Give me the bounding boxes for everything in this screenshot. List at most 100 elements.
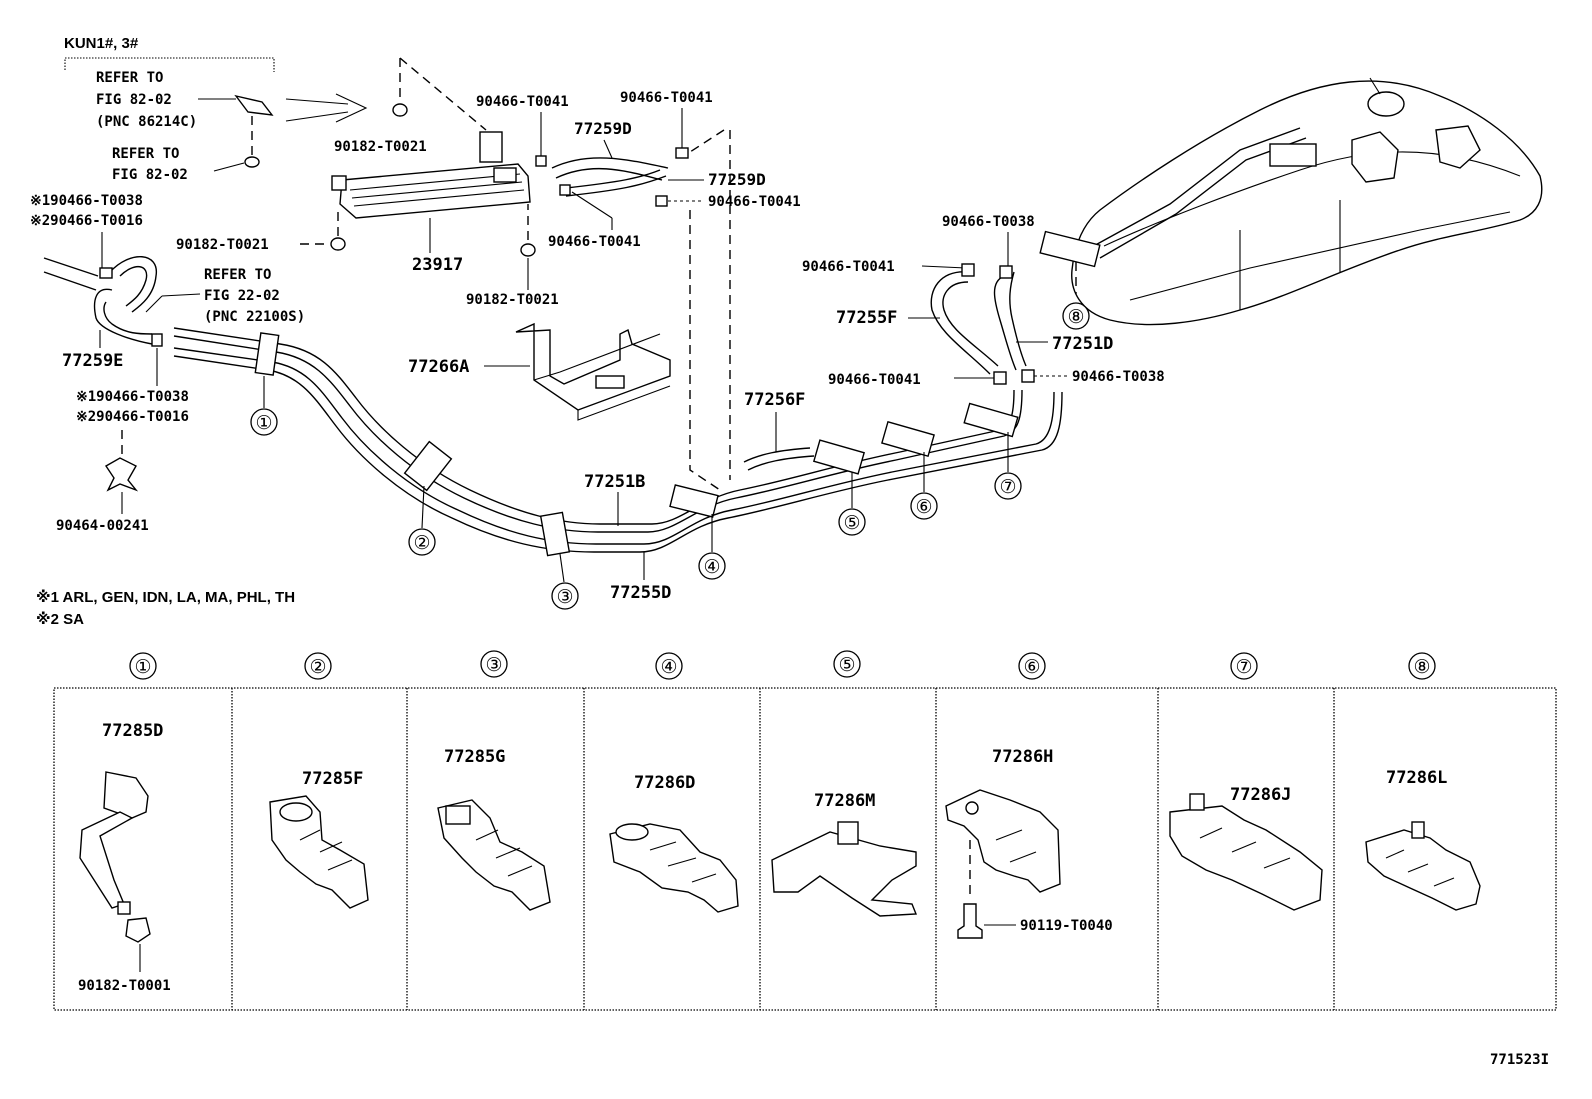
hose-clip: [535, 155, 547, 167]
clamp-detail-table: [53, 687, 1557, 1011]
table-header-3: [480, 650, 508, 678]
label-77251d[interactable]: 77251D: [1052, 334, 1113, 354]
label-90466-t0038-b[interactable]: 90466-T0038: [1072, 369, 1165, 385]
label-77286m[interactable]: 77286M: [814, 791, 875, 811]
label-90182-t0021-bottom[interactable]: 90182-T0021: [466, 292, 559, 308]
label-77259d-a[interactable]: 77259D: [574, 119, 632, 138]
label-77259d-b[interactable]: 77259D: [708, 170, 766, 189]
label-77285g[interactable]: 77285G: [444, 747, 505, 767]
hose-77251d-edge: [1009, 271, 1027, 367]
pipe-clamp-8: [1039, 230, 1101, 268]
callout-7-number: ⑦: [999, 476, 1016, 498]
label-90182-t0021-left[interactable]: 90182-T0021: [176, 237, 269, 253]
callout-3[interactable]: [551, 582, 579, 610]
label-k2-90466-t0016-bottom[interactable]: ※290466-T0016: [76, 409, 189, 425]
callout-1-number: ①: [255, 412, 272, 434]
leader-line: [213, 162, 245, 172]
hose-77259d: [551, 157, 669, 169]
table-header-8-number: ⑧: [1413, 656, 1430, 678]
label-90466-t0038-a[interactable]: 90466-T0038: [942, 214, 1035, 230]
ref-fig-82-02[interactable]: REFER TO FIG 82-02: [112, 146, 188, 183]
ref-line-2: FIG 82-02: [96, 92, 172, 108]
leader-line: [559, 553, 565, 583]
label-77255f[interactable]: 77255F: [836, 308, 897, 328]
table-header-7: [1230, 652, 1258, 680]
pipe-clamp-5: [812, 439, 866, 475]
leader-line: [145, 295, 163, 313]
bracket-77266a[interactable]: [515, 322, 671, 421]
label-77251b[interactable]: 77251B: [584, 472, 645, 492]
label-k2-90466-t0016-top[interactable]: ※290466-T0016: [30, 213, 143, 229]
fuel-filter-23917[interactable]: [331, 131, 531, 219]
table-header-1-number: ①: [134, 656, 151, 678]
callout-8-number: ⑧: [1067, 306, 1084, 328]
table-header-6-number: ⑥: [1023, 656, 1040, 678]
ref-line-3: (PNC 86214C): [96, 114, 197, 130]
table-header-5-number: ⑤: [838, 654, 855, 676]
fuel-tank: [1071, 77, 1543, 326]
grommet: [330, 237, 346, 251]
label-k1-90466-t0038-top[interactable]: ※190466-T0038: [30, 193, 143, 209]
leader-line: [921, 265, 967, 269]
assembly-line: [399, 57, 487, 131]
label-77286l[interactable]: 77286L: [1386, 768, 1447, 788]
label-90182-t0001[interactable]: 90182-T0001: [78, 978, 171, 994]
label-77266a[interactable]: 77266A: [408, 357, 469, 377]
ref-line-3: (PNC 22100S): [204, 309, 305, 325]
callout-2[interactable]: [408, 528, 436, 556]
label-77286d[interactable]: 77286D: [634, 773, 695, 793]
label-77256f[interactable]: 77256F: [744, 390, 805, 410]
pipe-clamp-1: [254, 332, 280, 376]
label-90466-t0041-d[interactable]: 90466-T0041: [548, 234, 641, 250]
callout-3-number: ③: [556, 586, 573, 608]
label-90466-t0041-b[interactable]: 90466-T0041: [620, 90, 713, 106]
ref-fig-22-02[interactable]: REFER TO FIG 22-02 (PNC 22100S): [204, 267, 305, 325]
label-90119-t0040[interactable]: 90119-T0040: [1020, 918, 1113, 934]
grommet: [520, 243, 536, 257]
table-header-3-number: ③: [485, 654, 502, 676]
hose-77259e: [93, 288, 153, 345]
ref-line-1: REFER TO: [96, 70, 163, 86]
assembly-line: [689, 210, 721, 491]
ref-line-2: FIG 22-02: [204, 288, 280, 304]
hose-77259d-lower: [565, 175, 667, 197]
label-90466-t0041-c[interactable]: 90466-T0041: [708, 194, 801, 210]
pipe-inlet-edge: [43, 271, 97, 291]
callout-5[interactable]: [838, 508, 866, 536]
applicability-label: KUN1#, 3#: [64, 35, 139, 52]
label-77286j[interactable]: 77286J: [1230, 785, 1291, 805]
label-k1-90466-t0038-bottom[interactable]: ※190466-T0038: [76, 389, 189, 405]
hose-loop-inner: [119, 266, 148, 307]
label-77255d[interactable]: 77255D: [610, 583, 671, 603]
label-90466-t0041-a[interactable]: 90466-T0041: [476, 94, 569, 110]
ref-fig-82-02-pnc[interactable]: REFER TO FIG 82-02 (PNC 86214C): [96, 70, 197, 130]
callout-4[interactable]: [698, 552, 726, 580]
callout-1[interactable]: [250, 408, 278, 436]
note-2: ※2 SA: [36, 610, 84, 628]
clamp-77286h-part: [945, 789, 1061, 893]
label-90464-00241[interactable]: 90464-00241: [56, 518, 149, 534]
hose-loop: [109, 256, 157, 313]
clamp-77285g-part: [437, 799, 551, 911]
label-77285d[interactable]: 77285D: [102, 721, 163, 741]
hose-clip: [961, 263, 975, 277]
note-1: ※1 ARL, GEN, IDN, LA, MA, PHL, TH: [36, 588, 295, 606]
callout-7[interactable]: [994, 472, 1022, 500]
table-header-8: [1408, 652, 1436, 680]
label-23917[interactable]: 23917: [412, 255, 463, 275]
hose-77259e-edge: [103, 301, 153, 335]
leader-line: [421, 485, 425, 529]
grommet: [244, 156, 260, 168]
clamp-77286m-part: [771, 821, 918, 917]
label-90466-t0041-f[interactable]: 90466-T0041: [828, 372, 921, 388]
label-77285f[interactable]: 77285F: [302, 769, 363, 789]
label-90182-t0021-top[interactable]: 90182-T0021: [334, 139, 427, 155]
arrow-shaft: [285, 111, 349, 122]
label-77259e[interactable]: 77259E: [62, 351, 123, 371]
label-90466-t0041-e[interactable]: 90466-T0041: [802, 259, 895, 275]
callout-6[interactable]: [910, 492, 938, 520]
label-77286h[interactable]: 77286H: [992, 747, 1053, 767]
hose-clip: [999, 265, 1013, 279]
callout-8[interactable]: [1062, 302, 1090, 330]
grommet: [392, 103, 408, 117]
